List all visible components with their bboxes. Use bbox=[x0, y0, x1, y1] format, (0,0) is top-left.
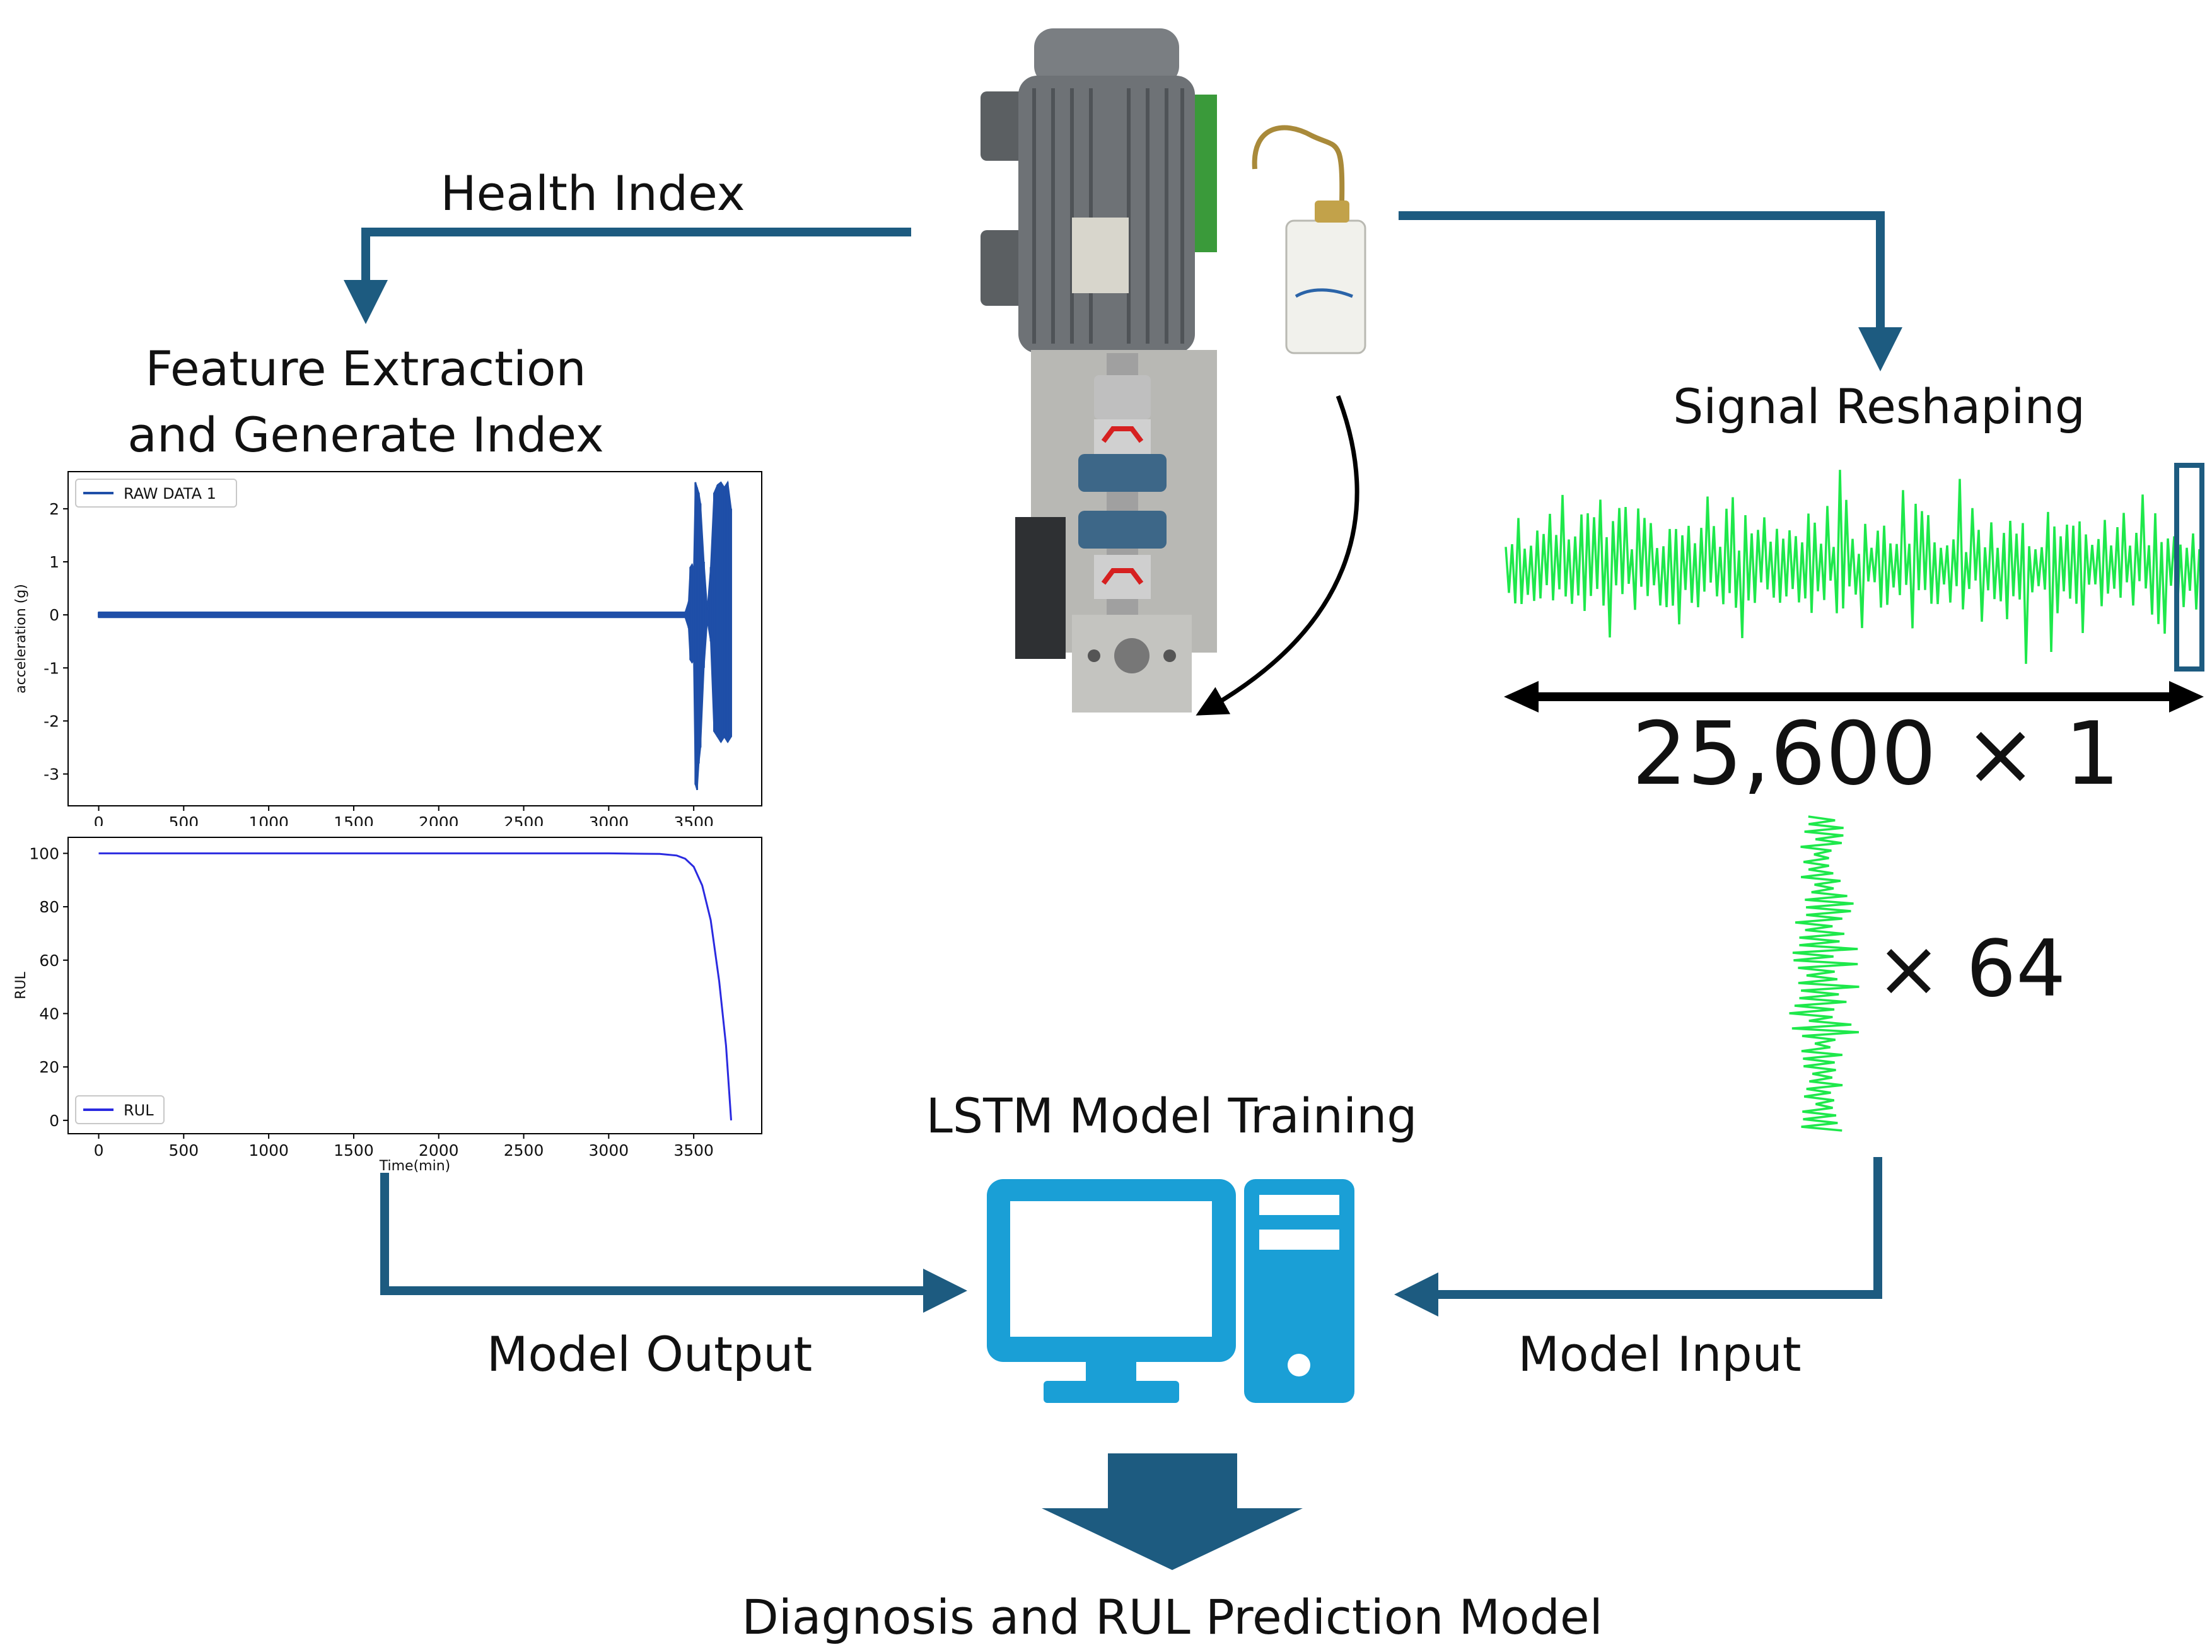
y-tick-label: 1 bbox=[49, 553, 59, 571]
lstm-training-label: LSTM Model Training bbox=[926, 1088, 1417, 1144]
rul-series-line bbox=[98, 852, 732, 1120]
y-tick-label: -2 bbox=[44, 712, 59, 730]
legend-label: RUL bbox=[124, 1102, 154, 1119]
y-tick-label: -3 bbox=[44, 765, 59, 784]
x-tick-label: 500 bbox=[168, 1141, 199, 1160]
model-input-label: Model Input bbox=[1518, 1326, 1802, 1382]
x-tick-label: 0 bbox=[94, 1141, 104, 1160]
motor-test-rig-photo bbox=[981, 28, 1217, 713]
legend-box bbox=[75, 479, 237, 508]
x-tick-label: 2000 bbox=[419, 1141, 459, 1160]
plot-frame bbox=[67, 837, 762, 1134]
y-tick-label: 2 bbox=[49, 500, 59, 518]
x-tick-label: 1000 bbox=[248, 1141, 289, 1160]
y-axis-title: RUL bbox=[13, 971, 29, 999]
legend-box bbox=[75, 1095, 165, 1124]
health-index-label: Health Index bbox=[440, 165, 745, 221]
feature-extraction-label-line1: Feature Extraction bbox=[145, 340, 586, 397]
raw-data-chart: 0 500 1000 1500 2000 2500 3000 3500 2 1 0 -1 -2 -3 acc… bbox=[0, 467, 769, 826]
x-tick-label: 0 bbox=[94, 813, 104, 826]
x-tick-label: 3000 bbox=[589, 813, 629, 826]
vibration-sensor-icon bbox=[1252, 125, 1366, 354]
x-tick-label: 2000 bbox=[419, 813, 459, 826]
reshaped-signal-waveform bbox=[1789, 815, 1860, 1132]
y-tick-label: 60 bbox=[39, 951, 59, 970]
y-tick-label: 80 bbox=[39, 898, 59, 916]
y-tick-label: 0 bbox=[49, 606, 59, 624]
raw-signal-waveform bbox=[1505, 470, 2201, 664]
model-output-label: Model Output bbox=[486, 1326, 813, 1382]
signal-reshaping-label: Signal Reshaping bbox=[1673, 378, 2085, 434]
y-tick-label: -1 bbox=[44, 659, 59, 677]
down-arrow-icon bbox=[1042, 1453, 1303, 1570]
x-tick-label: 2500 bbox=[504, 813, 544, 826]
health-index-arrow bbox=[344, 228, 911, 324]
batch-multiplier-label: × 64 bbox=[1876, 924, 2066, 1015]
sensor-curve-arrow bbox=[1196, 395, 1359, 716]
x-tick-label: 3000 bbox=[589, 1141, 629, 1160]
rul-chart: 0 500 1000 1500 2000 2500 3000 3500 100 80 60 40 20 0… bbox=[0, 832, 769, 1173]
model-input-arrow bbox=[1394, 1157, 1882, 1317]
x-tick-label: 2500 bbox=[504, 1141, 544, 1160]
model-output-arrow bbox=[380, 1173, 967, 1313]
feature-extraction-label-line2: and Generate Index bbox=[127, 407, 604, 463]
y-tick-label: 100 bbox=[29, 844, 59, 863]
plot-frame bbox=[67, 471, 762, 806]
x-tick-label: 1500 bbox=[334, 1141, 374, 1160]
x-tick-label: 1500 bbox=[334, 813, 374, 826]
final-model-label: Diagnosis and RUL Prediction Model bbox=[742, 1589, 1603, 1645]
y-tick-label: 40 bbox=[39, 1004, 59, 1023]
x-tick-label: 500 bbox=[168, 813, 199, 826]
signal-dimension-label: 25,600 × 1 bbox=[1631, 703, 2121, 805]
legend-label: RAW DATA 1 bbox=[124, 485, 216, 503]
y-tick-label: 20 bbox=[39, 1058, 59, 1076]
x-tick-label: 3500 bbox=[673, 1141, 714, 1160]
x-axis-title: Time(min) bbox=[379, 1158, 451, 1173]
signal-window-box bbox=[2174, 463, 2204, 672]
desktop-computer-icon bbox=[987, 1179, 1354, 1403]
x-tick-label: 1000 bbox=[248, 813, 289, 826]
y-axis-title: acceleration (g) bbox=[13, 584, 29, 694]
signal-reshaping-arrow bbox=[1399, 211, 1902, 371]
y-tick-label: 0 bbox=[49, 1112, 59, 1130]
x-tick-label: 3500 bbox=[673, 813, 714, 826]
